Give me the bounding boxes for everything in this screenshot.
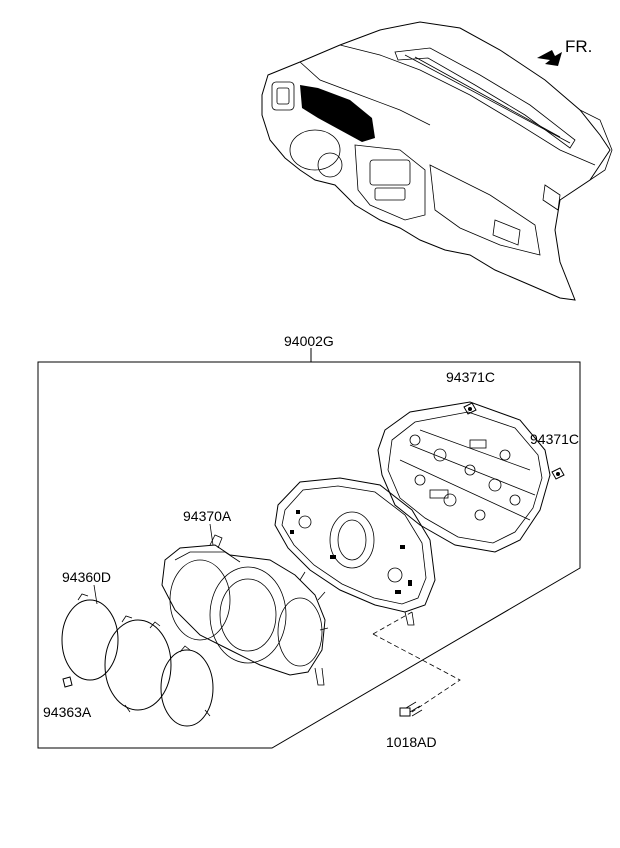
front-direction-indicator: FR.	[537, 37, 592, 66]
assembly-outline	[37, 348, 581, 749]
front-arrow-icon	[537, 50, 562, 66]
assembly-part-number: 94002G	[284, 333, 334, 349]
lamp-socket-right-label: 94371C	[530, 431, 579, 447]
cluster-housing-label: 94370A	[183, 508, 232, 524]
clip-label: 94363A	[43, 704, 92, 720]
lamp-socket-right	[551, 467, 565, 480]
cluster-housing-illustration	[161, 534, 329, 686]
screw-label: 1018AD	[386, 734, 437, 750]
dial-face-illustration	[274, 477, 436, 626]
cluster-lens-illustration	[61, 593, 214, 727]
rear-housing-illustration	[377, 401, 551, 553]
lamp-socket-upper	[463, 402, 477, 415]
lamp-socket-upper-label: 94371C	[446, 369, 495, 385]
dashboard-illustration	[261, 21, 613, 301]
cluster-lens-label: 94360D	[62, 569, 111, 585]
front-label: FR.	[565, 37, 592, 56]
screw-illustration	[372, 611, 461, 717]
clip-illustration	[62, 676, 73, 688]
